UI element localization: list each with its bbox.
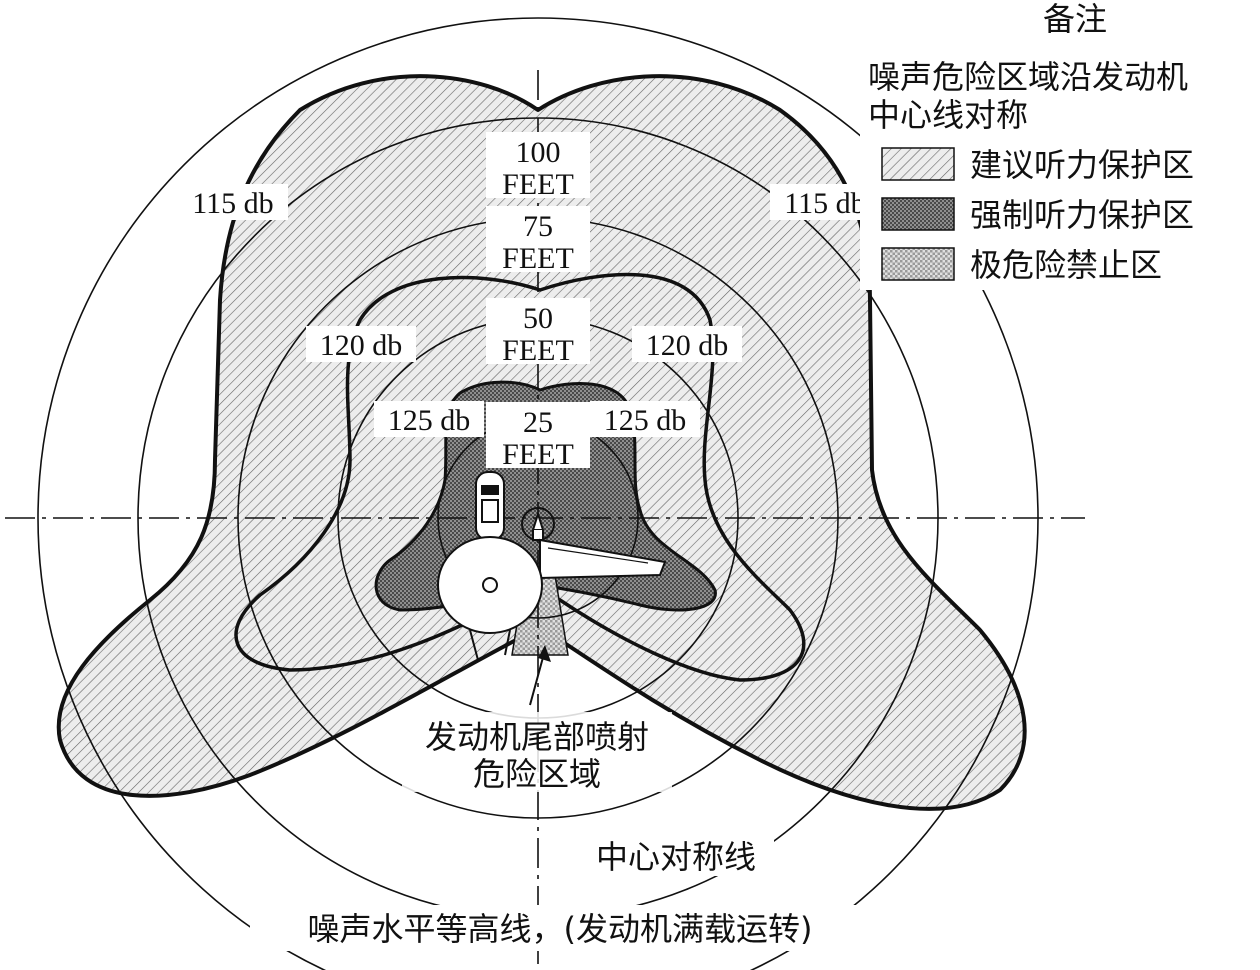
svg-text:中心对称线: 中心对称线: [596, 838, 756, 876]
db-label-120-left: 120 db: [306, 326, 416, 362]
helicopter-icon: [437, 471, 667, 661]
db-label-125-left: 125 db: [374, 401, 484, 437]
svg-text:25: 25: [523, 406, 553, 439]
svg-text:噪声水平等高线，(发动机满载运转): 噪声水平等高线，(发动机满载运转): [308, 910, 813, 948]
svg-text:FEET: FEET: [502, 334, 574, 367]
legend-note-line1: 噪声危险区域沿发动机: [868, 58, 1188, 96]
svg-text:FEET: FEET: [502, 438, 574, 471]
svg-text:115 db: 115 db: [784, 187, 865, 220]
svg-text:FEET: FEET: [502, 168, 574, 201]
legend-swatch-extreme: [881, 247, 955, 281]
exhaust-arrow-head: [538, 645, 551, 662]
legend-title: 备注: [1043, 0, 1107, 38]
distance-label-50: 50 FEET: [486, 298, 590, 367]
legend-label-mandatory: 强制听力保护区: [970, 196, 1194, 234]
legend-swatch-mandatory: [881, 197, 955, 231]
centerline-label: 中心对称线: [578, 836, 774, 876]
distance-label-100: 100 FEET: [486, 132, 590, 201]
legend-label-extreme: 极危险禁止区: [970, 246, 1162, 284]
svg-text:危险区域: 危险区域: [473, 755, 601, 793]
svg-text:75: 75: [523, 210, 553, 243]
legend-swatch-recommended: [881, 147, 955, 181]
svg-text:120 db: 120 db: [646, 329, 729, 362]
distance-label-75: 75 FEET: [486, 206, 590, 275]
svg-text:FEET: FEET: [502, 242, 574, 275]
svg-text:125 db: 125 db: [604, 404, 687, 437]
svg-text:125 db: 125 db: [388, 404, 471, 437]
svg-text:发动机尾部喷射: 发动机尾部喷射: [425, 718, 649, 756]
db-label-125-right: 125 db: [590, 401, 700, 437]
db-label-120-right: 120 db: [632, 326, 742, 362]
legend-note-line2: 中心线对称: [868, 96, 1028, 134]
exhaust-annotation: 发动机尾部喷射 危险区域: [402, 712, 672, 793]
legend: 备注 噪声危险区域沿发动机 中心线对称 建议听力保护区 强制听力保护区 极危险禁…: [860, 0, 1260, 290]
legend-label-recommended: 建议听力保护区: [970, 146, 1194, 184]
db-label-115-left: 115 db: [178, 184, 288, 220]
diagram-caption: 噪声水平等高线，(发动机满载运转): [250, 905, 870, 951]
svg-text:115 db: 115 db: [192, 187, 273, 220]
distance-label-25: 25 FEET: [486, 402, 590, 471]
svg-text:100: 100: [516, 136, 561, 169]
svg-text:120 db: 120 db: [320, 329, 403, 362]
svg-text:50: 50: [523, 302, 553, 335]
